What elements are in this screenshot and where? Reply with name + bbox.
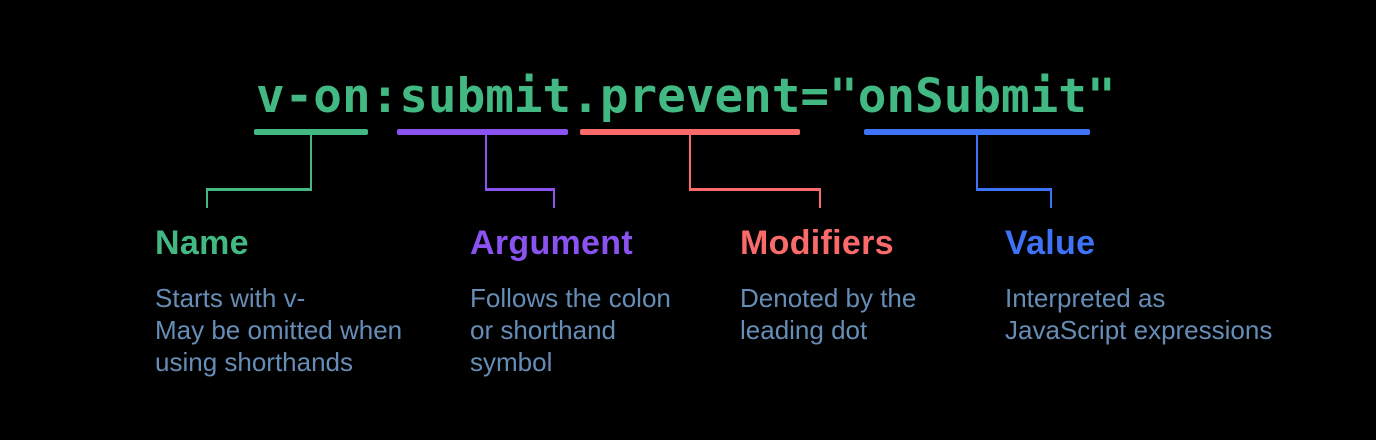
modifiers-description: Denoted by the leading dot (740, 283, 917, 345)
modifiers-connector-vertical (688, 135, 692, 190)
value-connector-drop (1049, 188, 1053, 208)
argument-connector-drop (552, 188, 556, 208)
value-label: Value (1005, 224, 1096, 262)
argument-underline-bar (397, 129, 568, 135)
modifiers-underline-bar (580, 129, 800, 135)
directive-code-text: v-on:submit.prevent="onSubmit" (256, 69, 1116, 124)
name-underline-bar (254, 129, 368, 135)
argument-connector-vertical (484, 135, 488, 190)
name-connector-vertical (309, 135, 313, 190)
argument-description: Follows the colon or shorthand symbol (470, 283, 671, 377)
name-connector-horizontal (205, 188, 313, 191)
modifiers-connector-horizontal (688, 188, 822, 191)
value-connector-vertical (975, 135, 979, 190)
argument-connector-horizontal (484, 188, 556, 191)
value-underline-bar (864, 129, 1090, 135)
modifiers-label: Modifiers (740, 224, 894, 262)
name-connector-drop (205, 188, 209, 208)
modifiers-connector-drop (818, 188, 822, 208)
name-label: Name (155, 224, 249, 262)
value-description: Interpreted as JavaScript expressions (1005, 283, 1273, 345)
argument-label: Argument (470, 224, 633, 262)
name-description: Starts with v- May be omitted when using… (155, 283, 403, 377)
value-connector-horizontal (975, 188, 1053, 191)
